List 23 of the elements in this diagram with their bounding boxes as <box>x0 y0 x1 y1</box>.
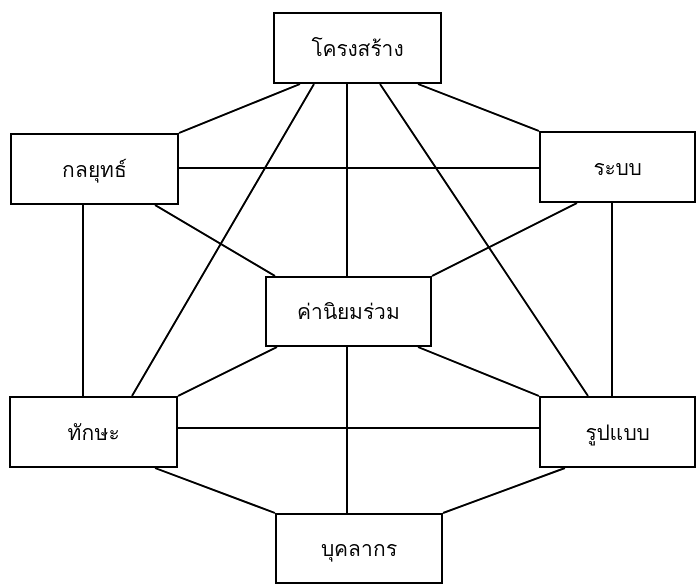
connector-line <box>154 467 276 514</box>
label-box: กลยุทธ์ <box>10 133 179 205</box>
label-box: โครงสร้าง <box>273 12 442 84</box>
connector-line <box>179 167 539 169</box>
label-box: ระบบ <box>539 131 696 203</box>
connector-line <box>131 84 315 396</box>
connector-line <box>154 204 276 277</box>
label-box: ค่านิยมร่วม <box>265 276 432 347</box>
connector-line <box>432 202 578 277</box>
connector-line <box>178 427 539 429</box>
connector-line <box>379 83 589 397</box>
connector-line <box>346 84 348 276</box>
connector-line <box>82 205 84 396</box>
connector-line <box>611 203 613 396</box>
label-box: ทักษะ <box>9 396 178 468</box>
label-box: บุคลากร <box>275 513 443 584</box>
connector-line <box>418 83 540 132</box>
label-box: รูปแบบ <box>539 396 696 468</box>
connector-line <box>178 346 278 397</box>
connector-line <box>418 346 540 397</box>
connector-line <box>442 467 566 514</box>
connector-line <box>346 347 348 513</box>
connector-line <box>178 83 300 134</box>
